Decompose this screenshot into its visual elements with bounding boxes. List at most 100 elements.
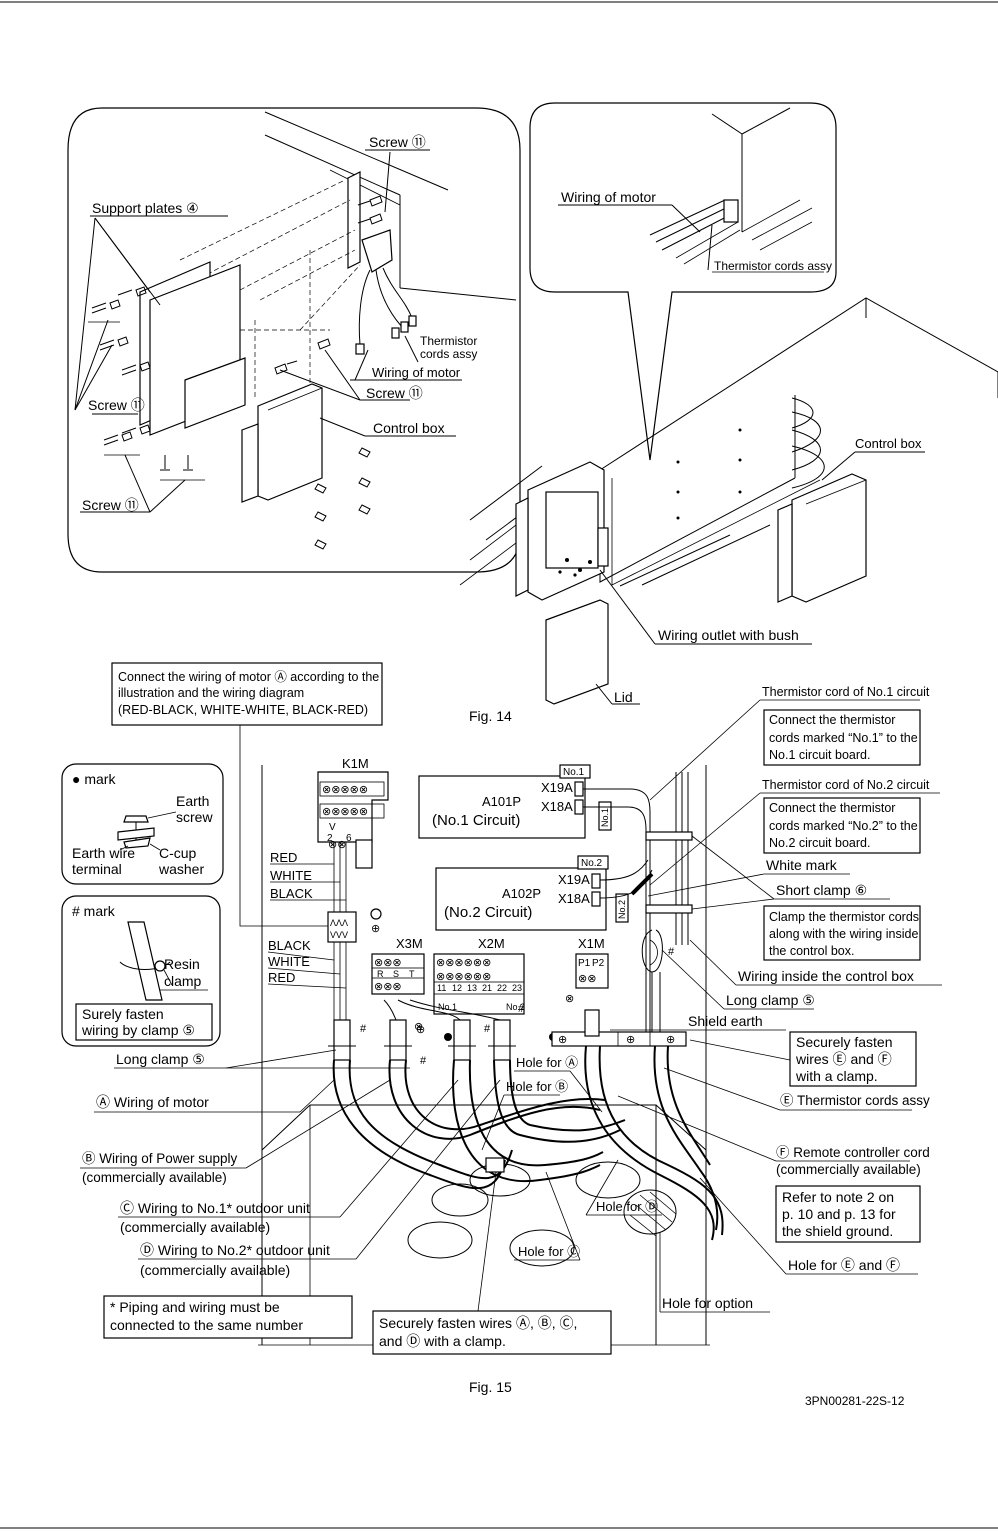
svg-text:#: # (518, 1003, 525, 1015)
svg-text:⊗: ⊗ (414, 1021, 423, 1033)
fig14-lid (545, 599, 609, 705)
svg-text:Thermistor cord of No.2 circui: Thermistor cord of No.2 circuit (762, 778, 930, 792)
fig14-main-unit: Control box Wiring outlet with bush Lid (459, 297, 998, 705)
svg-text:clamp: clamp (164, 973, 202, 989)
pcb-a101p: No.1 A101P (No.1 Circuit) X19A X18A No.1 (418, 764, 612, 839)
pcb-a102p: No.2 A102P (No.2 Circuit) X19A X18A No.2 (435, 855, 629, 931)
short-clamp-label: Short clamp ⑥ (776, 882, 867, 898)
fig14-right-inset: Wiring of motor Thermistor cords assy (529, 102, 837, 461)
svg-text:and Ⓓ with a clamp.: and Ⓓ with a clamp. (379, 1333, 506, 1349)
svg-text:X18A: X18A (558, 891, 590, 906)
svg-text:Refer to note 2 on: Refer to note 2 on (782, 1189, 894, 1205)
svg-text:terminal: terminal (72, 861, 122, 877)
dot-mark-box: ● mark Earth screw Earth wire terminal C… (61, 763, 224, 885)
svg-text:S: S (393, 969, 399, 979)
thermistor-label-2: cords assy (420, 347, 477, 361)
x2m-terminal-block: X2M ⊗⊗⊗⊗⊗⊗ ⊗⊗⊗⊗⊗⊗ 11 12 13 21 22 23 No.1… (433, 936, 525, 1015)
svg-text:WHITE: WHITE (268, 954, 310, 969)
svg-text:P2: P2 (592, 958, 605, 969)
thermistor-label-1: Thermistor (420, 334, 477, 348)
label-f-1: Ⓕ Remote controller cord (776, 1145, 930, 1160)
svg-text:Earth wire: Earth wire (72, 845, 135, 861)
svg-text:connected to the same number: connected to the same number (110, 1317, 303, 1333)
svg-text:BLACK: BLACK (268, 938, 311, 953)
wiring-b-1: Ⓑ Wiring of Power supply (82, 1151, 238, 1166)
wiring-d-1: Ⓓ Wiring to No.2* outdoor unit (140, 1242, 330, 1258)
svg-text:wiring by clamp ⑤: wiring by clamp ⑤ (81, 1022, 195, 1038)
svg-text:⊗⊗⊗⊗⊗⊗: ⊗⊗⊗⊗⊗⊗ (436, 971, 491, 983)
svg-text:* Piping and wiring must be: * Piping and wiring must be (110, 1299, 280, 1315)
svg-text:(No.1 Circuit): (No.1 Circuit) (432, 812, 520, 829)
hash-mark-box: # mark Resin clamp Surely fasten wiring … (61, 895, 221, 1047)
white-mark-label: White mark (766, 857, 838, 873)
svg-text:VVV: VVV (330, 930, 348, 940)
svg-text:X18A: X18A (541, 799, 573, 814)
motor-connector: ΛΛΛ VVV ⊕ (327, 842, 382, 1020)
document-code: 3PN00281-22S-12 (805, 1394, 905, 1408)
svg-text:13: 13 (467, 983, 477, 993)
left-inset-screw-bottom: Screw ⑪ (82, 497, 139, 513)
main-cables (332, 999, 724, 1267)
left-inset-screw-top: Screw ⑪ (369, 134, 426, 150)
shield-earth-bar: ⊕ ⊕ ⊕ (551, 1031, 687, 1047)
right-inset-wiring-of-motor: Wiring of motor (561, 189, 656, 205)
svg-text:BLACK: BLACK (270, 886, 313, 901)
hole-b-label: Hole for Ⓑ (506, 1079, 568, 1094)
wiring-inside-label: Wiring inside the control box (738, 968, 914, 984)
therm2-callout: Thermistor cord of No.2 circuit Connect … (649, 778, 940, 886)
svg-text:illustration and the wiring di: illustration and the wiring diagram (118, 686, 304, 700)
svg-text:⊕: ⊕ (626, 1034, 635, 1046)
svg-text:(RED-BLACK, WHITE-WHITE, BLACK: (RED-BLACK, WHITE-WHITE, BLACK-RED) (118, 703, 368, 717)
label-f-2: (commercially available) (776, 1162, 921, 1177)
svg-text:T: T (409, 969, 415, 979)
svg-text:No.1 circuit board.: No.1 circuit board. (769, 748, 870, 762)
wiring-b-2: (commercially available) (82, 1170, 227, 1185)
fig14-caption: Fig. 14 (469, 708, 512, 724)
fasten-ef-box: Securely fasten wires Ⓔ and Ⓕ with a cla… (689, 1031, 917, 1087)
svg-text:11: 11 (437, 983, 446, 993)
hole-d-label: Hole for Ⓓ (596, 1199, 658, 1214)
svg-text:#: # (668, 946, 675, 958)
svg-text:⊗⊗⊗: ⊗⊗⊗ (374, 957, 402, 969)
svg-text:A102P: A102P (502, 886, 541, 901)
svg-text:V: V (329, 822, 336, 833)
svg-text:RED: RED (270, 850, 297, 865)
svg-text:Clamp the thermistor cords: Clamp the thermistor cords (769, 910, 919, 924)
wire-colors-upper: RED WHITE BLACK BLACK WHITE RED (267, 850, 347, 989)
fig14-control-box (791, 473, 867, 603)
svg-text:21: 21 (482, 983, 492, 993)
svg-text:(No.2 Circuit): (No.2 Circuit) (444, 904, 532, 921)
left-inset-frame (67, 107, 521, 573)
earth-screw-icon (117, 811, 177, 851)
svg-text:Connect the wiring of motor Ⓐ: Connect the wiring of motor Ⓐ according … (118, 670, 379, 684)
svg-text:No.1: No.1 (563, 767, 585, 778)
clamp-note-box: Clamp the thermistor cords along with th… (763, 905, 921, 961)
svg-text:Connect the thermistor: Connect the thermistor (769, 801, 895, 815)
svg-text:ΛΛΛ: ΛΛΛ (330, 918, 348, 928)
svg-text:No.2: No.2 (617, 900, 627, 919)
lid-label: Lid (614, 689, 633, 705)
wiring-a-label: Ⓐ Wiring of motor (96, 1094, 209, 1110)
svg-text:Thermistor cord of No.1 circui: Thermistor cord of No.1 circuit (762, 685, 930, 699)
svg-text:12: 12 (452, 983, 462, 993)
svg-text:⊗⊗⊗⊗⊗: ⊗⊗⊗⊗⊗ (322, 806, 368, 818)
svg-text:22: 22 (497, 983, 507, 993)
wiring-c-2: (commercially available) (120, 1219, 270, 1235)
svg-text:X19A: X19A (558, 872, 590, 887)
svg-text:RED: RED (268, 970, 295, 985)
svg-text:#: # (360, 1023, 367, 1035)
label-e: Ⓔ Thermistor cords assy (780, 1093, 930, 1108)
svg-text:No.2: No.2 (506, 1002, 525, 1012)
fig14-control-box-label: Control box (855, 436, 922, 451)
long-clamp-left-label: Long clamp ⑤ (116, 1051, 205, 1067)
shield-earth-label: Shield earth (688, 1013, 763, 1029)
svg-text:● mark: ● mark (72, 771, 116, 787)
svg-text:washer: washer (158, 861, 204, 877)
svg-text:6: 6 (346, 833, 352, 844)
svg-text:No.1: No.1 (600, 808, 610, 827)
left-inset-screw-mid: Screw ⑪ (366, 385, 423, 401)
svg-text:⊕: ⊕ (416, 1024, 425, 1036)
earth-dot-mark (444, 1033, 452, 1041)
svg-text:cords marked “No.2” to the: cords marked “No.2” to the (769, 819, 918, 833)
x1m-terminal-block: X1M P1 P2 ⊗⊗ ⊗ (565, 936, 609, 1005)
